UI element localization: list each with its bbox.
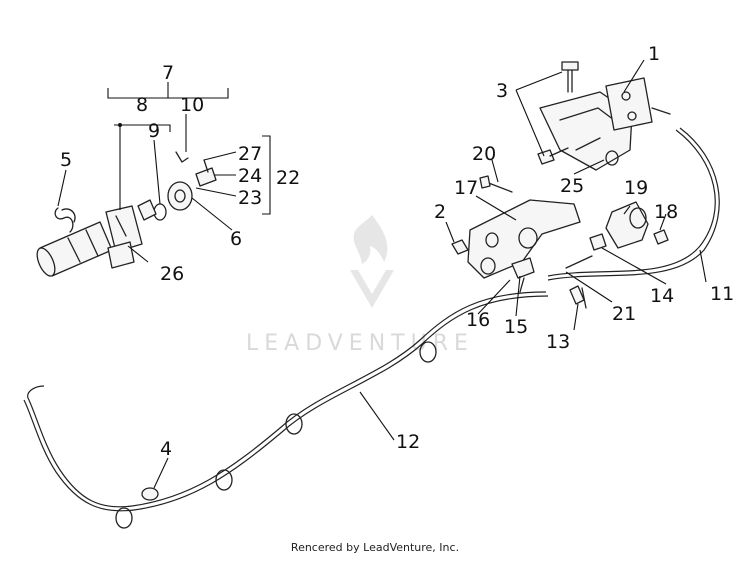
callout-8: 8 (136, 94, 148, 116)
callout-13: 13 (546, 331, 570, 353)
callout-6: 6 (230, 228, 242, 250)
callout-20: 20 (472, 143, 496, 165)
callout-21: 21 (612, 303, 636, 325)
callout-15: 15 (504, 316, 528, 338)
watermark-text: LEADVENTURE (246, 331, 474, 356)
part-13-ferrule (569, 285, 585, 305)
part-6-throttle-pulley (167, 181, 193, 211)
callout-17: 17 (454, 177, 478, 199)
part-handlebar-grip (36, 221, 113, 277)
part-12-cable (23, 291, 549, 529)
part-14-fitting (589, 233, 607, 251)
callout-2: 2 (434, 201, 446, 223)
callout-27: 27 (238, 143, 262, 165)
callout-19: 19 (624, 177, 648, 199)
footer-credit: Rencered by LeadVenture, Inc. (290, 541, 460, 554)
part-11-cable (547, 127, 720, 281)
callout-26: 26 (160, 263, 184, 285)
part-10-wire-pin (175, 151, 189, 163)
part-4-cable-clip (141, 487, 159, 501)
callouts: 1 2 3 4 5 6 7 8 9 10 11 12 13 14 15 16 1… (60, 43, 734, 460)
callout-23: 23 (238, 187, 262, 209)
callout-1: 1 (648, 43, 660, 65)
callout-10: 10 (180, 94, 204, 116)
part-5-spring-clip (54, 207, 76, 233)
callout-22: 22 (276, 167, 300, 189)
part-1-latch-plate (605, 77, 671, 131)
callout-24: 24 (238, 165, 262, 187)
part-2-nut (451, 239, 469, 255)
callout-4: 4 (160, 438, 172, 460)
part-20-screw (479, 175, 513, 193)
callout-9: 9 (148, 120, 160, 142)
leader-dot (118, 123, 122, 127)
part-3-bolt-top (561, 61, 579, 93)
part-3-bolt-lower (537, 147, 569, 165)
part-19-actuator (605, 201, 649, 249)
part-18-nut (653, 229, 669, 245)
part-21-pin (565, 255, 593, 309)
callout-16: 16 (466, 309, 490, 331)
watermark-logo (350, 215, 394, 308)
callout-3: 3 (496, 80, 508, 102)
callout-14: 14 (650, 285, 674, 307)
callout-25: 25 (560, 175, 584, 197)
callout-11: 11 (710, 283, 734, 305)
part-15-clip (519, 277, 525, 293)
callout-5: 5 (60, 149, 72, 171)
part-26-throttle-housing (105, 205, 143, 269)
part-16-lever (511, 257, 535, 279)
callout-18: 18 (654, 201, 678, 223)
part-8-bushing (137, 199, 157, 221)
callout-7: 7 (162, 62, 174, 84)
leader-lines (57, 59, 707, 489)
part-24-adjuster (195, 159, 217, 187)
part-17-caliper-bracket (467, 199, 581, 279)
callout-12: 12 (396, 431, 420, 453)
watermark: LEADVENTURE (246, 215, 474, 356)
